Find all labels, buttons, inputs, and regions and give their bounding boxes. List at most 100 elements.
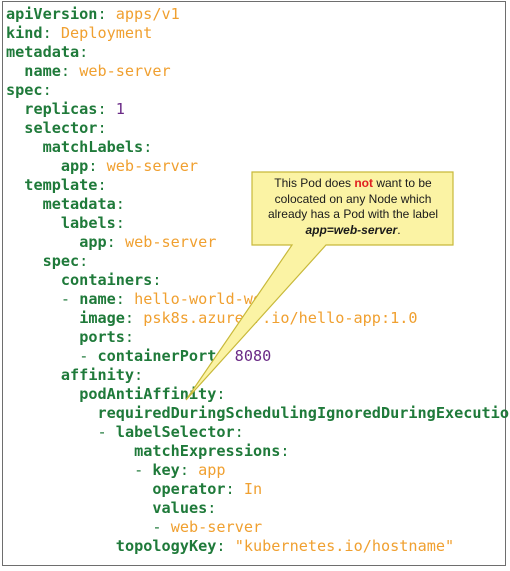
yaml-value: app — [198, 461, 226, 479]
yaml-value: 8080 — [234, 347, 272, 365]
yaml-line: replicas: 1 — [24, 100, 125, 119]
yaml-colon: : — [207, 499, 217, 517]
yaml-colon: : — [79, 43, 89, 61]
yaml-line: metadata: — [43, 195, 125, 214]
yaml-colon: : — [143, 138, 153, 156]
yaml-colon: : — [134, 366, 144, 384]
yaml-value: web-server — [170, 518, 263, 536]
yaml-colon: : — [60, 62, 71, 80]
yaml-key: kind — [6, 24, 43, 42]
yaml-line: requiredDuringSchedulingIgnoredDuringExe… — [98, 404, 510, 423]
yaml-line: image: psk8s.azurecr.io/hello-app:1.0 — [79, 309, 417, 328]
yaml-key: affinity — [60, 366, 135, 384]
callout-highlight: not — [354, 176, 373, 190]
yaml-key: name — [24, 62, 61, 80]
yaml-line: podAntiAffinity: — [79, 385, 225, 404]
yaml-line: - labelSelector: — [98, 423, 244, 442]
yaml-key: matchLabels — [42, 138, 144, 156]
yaml-value: web-server — [106, 157, 199, 175]
yaml-line: affinity: — [61, 366, 143, 385]
yaml-colon: : — [88, 157, 98, 175]
list-dash: - — [134, 461, 153, 479]
yaml-line: app: web-server — [61, 157, 198, 176]
yaml-line: values: — [152, 499, 216, 518]
yaml-key: labels — [60, 214, 116, 232]
yaml-colon: : — [106, 233, 116, 251]
yaml-key: image — [79, 309, 125, 327]
yaml-line: - name: hello-world-web — [61, 290, 271, 309]
yaml-line: matchExpressions: — [134, 442, 289, 461]
yaml-line: ports: — [79, 328, 134, 347]
yaml-key: replicas — [24, 100, 98, 118]
yaml-colon: : — [216, 537, 226, 555]
yaml-line: spec: — [43, 252, 89, 271]
yaml-key: app — [60, 157, 89, 175]
yaml-line: kind: Deployment — [6, 24, 152, 43]
yaml-key: requiredDuringSchedulingIgnoredDuringExe… — [97, 404, 510, 422]
yaml-colon: : — [280, 442, 290, 460]
yaml-value: web-server — [124, 233, 217, 251]
yaml-colon: : — [97, 5, 107, 23]
yaml-line: matchLabels: — [43, 138, 153, 157]
yaml-value: Deployment — [60, 24, 153, 42]
yaml-key: selector — [24, 119, 98, 137]
yaml-value: 1 — [115, 100, 125, 118]
yaml-colon: : — [115, 195, 125, 213]
yaml-line: - web-server — [152, 518, 262, 537]
yaml-line: spec: — [6, 81, 52, 100]
yaml-value: apps/v1 — [115, 5, 180, 23]
callout-text-middle: want to be colocated on any Node which a… — [267, 176, 439, 221]
yaml-colon: : — [124, 309, 135, 327]
yaml-colon: : — [97, 119, 107, 137]
yaml-colon: : — [152, 271, 162, 289]
yaml-colon: : — [97, 100, 107, 118]
callout-text: This Pod does not want to be colocated o… — [256, 176, 450, 240]
yaml-line: operator: In — [152, 480, 262, 499]
yaml-key: values — [152, 499, 208, 517]
yaml-colon: : — [234, 423, 244, 441]
code-frame — [2, 1, 506, 566]
yaml-value: hello-world-web — [134, 290, 272, 308]
yaml-key: apiVersion — [6, 5, 98, 23]
yaml-value: In — [243, 480, 263, 498]
list-dash: - — [152, 518, 171, 536]
yaml-key: matchExpressions — [134, 442, 281, 460]
yaml-line: template: — [24, 176, 106, 195]
yaml-value: web-server — [79, 62, 171, 80]
yaml-line: selector: — [24, 119, 106, 138]
yaml-key: operator — [152, 480, 226, 498]
yaml-key: containers — [60, 271, 153, 289]
yaml-colon: : — [225, 480, 235, 498]
yaml-key: metadata — [6, 43, 80, 61]
yaml-colon: : — [115, 214, 125, 232]
list-dash: - — [97, 423, 116, 441]
yaml-key: spec — [42, 252, 80, 270]
callout-shape — [185, 171, 454, 401]
yaml-line: apiVersion: apps/v1 — [6, 5, 180, 24]
yaml-colon: : — [79, 252, 89, 270]
yaml-key: containerPort — [97, 347, 217, 365]
yaml-line: name: web-server — [24, 62, 170, 81]
yaml-key: key — [152, 461, 180, 479]
yaml-line: - key: app — [134, 461, 225, 480]
yaml-key: spec — [6, 81, 43, 99]
yaml-value: "kubernetes.io/hostname" — [234, 537, 455, 555]
yaml-key: template — [24, 176, 98, 194]
yaml-key: ports — [79, 328, 125, 346]
yaml-colon: : — [42, 24, 52, 42]
yaml-line: metadata: — [6, 43, 88, 62]
callout-text-before: This Pod does — [274, 176, 355, 190]
yaml-colon: : — [124, 328, 135, 346]
callout-emphasis: app=web-server — [305, 222, 398, 237]
yaml-colon: : — [216, 385, 226, 403]
yaml-colon: : — [179, 461, 189, 479]
yaml-colon: : — [97, 176, 107, 194]
yaml-key: metadata — [42, 195, 116, 213]
yaml-value: psk8s.azurecr.io/hello-app:1.0 — [143, 309, 418, 327]
yaml-colon: : — [42, 81, 52, 99]
yaml-line: topologyKey: "kubernetes.io/hostname" — [116, 537, 454, 556]
yaml-key: name — [79, 290, 116, 308]
yaml-key: podAntiAffinity — [79, 385, 217, 403]
